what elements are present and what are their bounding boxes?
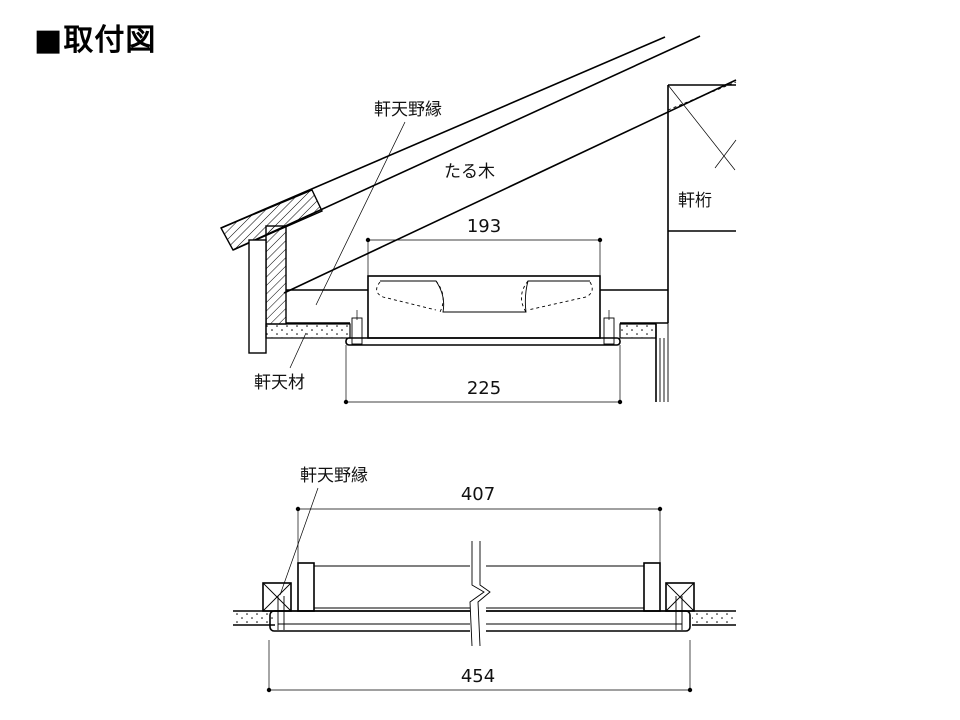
label-nokigeta: 軒桁 [678,191,712,211]
soffit-board-left [265,323,351,339]
soffit-board-lower-left [233,611,275,625]
lower-section-view: 407 454 軒天野縁 [233,466,736,693]
dimension-454: 454 [266,640,693,693]
dim-407-label: 407 [461,484,495,505]
dim-225-label: 225 [467,378,501,399]
dim-454-label: 454 [461,666,495,687]
label-taruki: たる木 [444,162,495,182]
label-nokitenzai: 軒天材 [254,373,305,393]
break-mark [469,541,491,647]
soffit-board-lower-right [692,611,736,625]
upper-section-view: 193 225 軒天野縁 たる木 軒桁 軒天材 [220,35,737,405]
front-fascia [248,239,267,354]
eaves-beam [667,81,737,323]
wall-siding [655,323,669,402]
page-title: ■取付図 [34,23,157,58]
vent-unit [345,275,621,346]
joist-block-right [665,582,695,612]
dim-193-label: 193 [467,216,501,237]
label-nokiten-noburi-lower: 軒天野縁 [300,466,368,486]
dimension-193: 193 [365,216,603,276]
joist-block-left [262,582,292,612]
dimension-407: 407 [295,484,663,563]
eaves-board-hatched [265,225,287,325]
fascia-board [220,189,323,251]
label-nokiten-noburi-upper: 軒天野縁 [374,100,442,120]
ceiling-joist [286,289,668,324]
soffit-board-right [619,323,657,339]
dimension-225: 225 [343,345,623,405]
